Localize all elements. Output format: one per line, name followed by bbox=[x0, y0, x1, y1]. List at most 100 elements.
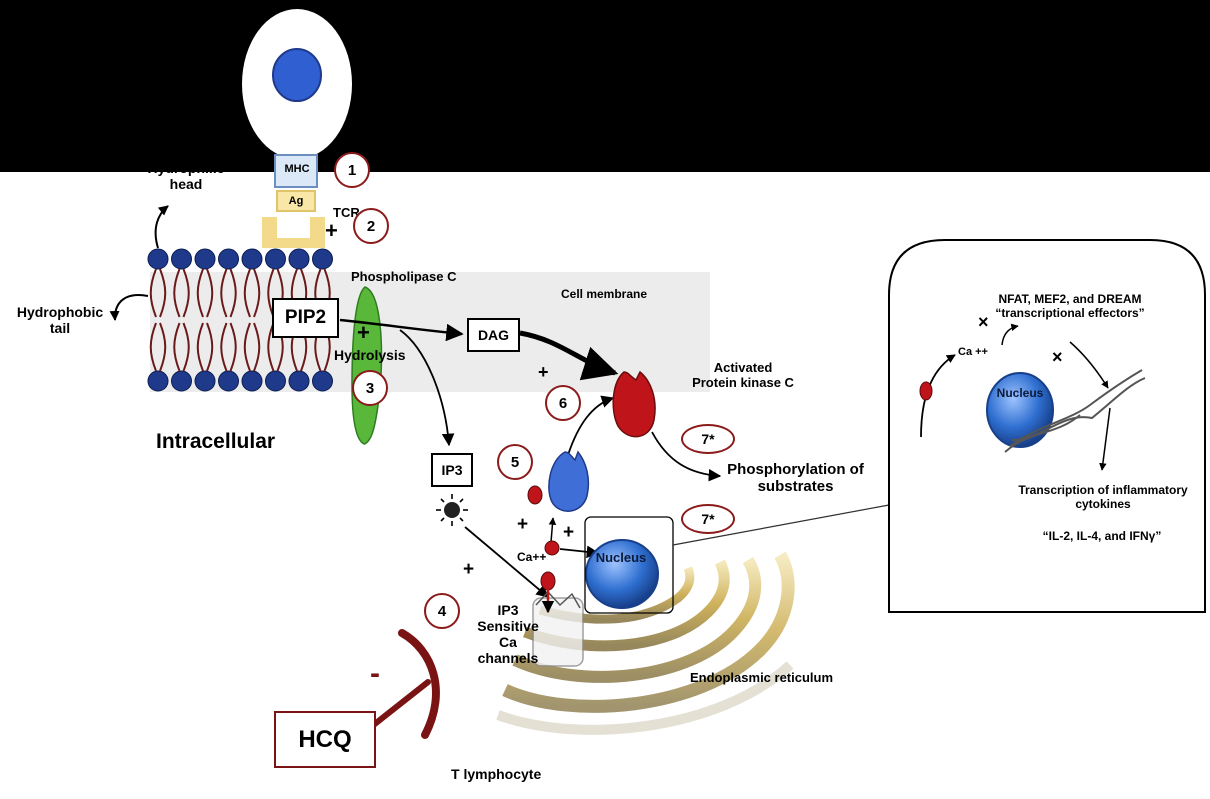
phospholipid-head bbox=[241, 370, 263, 392]
dag-to-pkc-arrow bbox=[519, 330, 619, 381]
phospholipid-tail bbox=[253, 268, 261, 318]
step-5-marker: 5 bbox=[497, 444, 533, 480]
minus-sign: - bbox=[370, 657, 380, 690]
phospholipid-tail bbox=[149, 322, 157, 372]
phospholipid-tail bbox=[220, 268, 228, 318]
t-lymphocyte-label: T lymphocyte bbox=[451, 766, 542, 782]
activated-pkc-red bbox=[612, 370, 656, 438]
pkc-activation-arrow bbox=[567, 395, 615, 456]
plus-sign: + bbox=[563, 522, 575, 543]
phospholipid-tail bbox=[267, 322, 275, 372]
phospholipid-head bbox=[147, 370, 169, 392]
plus-sign: + bbox=[538, 362, 549, 382]
phospholipid-tail bbox=[220, 322, 228, 372]
phospholipid-tail bbox=[182, 322, 190, 372]
inset-effectors-label: NFAT, MEF2, and DREAM “transcriptional e… bbox=[995, 292, 1145, 320]
phospholipase-c-enzyme bbox=[351, 286, 383, 445]
phospholipid-head bbox=[241, 248, 263, 270]
phospholipid-head bbox=[147, 248, 169, 270]
calcium-ion bbox=[544, 540, 560, 556]
ip3-to-channel-arrow bbox=[464, 526, 549, 598]
hcq-box: HCQ bbox=[274, 711, 376, 768]
tcr-label: TCR bbox=[333, 205, 360, 220]
ip3-molecule-icon bbox=[436, 494, 468, 526]
phospholipid-tail bbox=[182, 268, 190, 318]
phospholipase-c-label: Phospholipase C bbox=[351, 269, 457, 284]
ca-main-label: Ca++ bbox=[517, 550, 547, 564]
pkc-to-phosphorylation-arrow bbox=[651, 431, 722, 482]
endoplasmic-reticulum-label: Endoplasmic reticulum bbox=[690, 670, 834, 685]
top-black-band bbox=[0, 0, 1210, 172]
zoom-line bbox=[672, 504, 890, 546]
antigen-block bbox=[276, 190, 316, 212]
phospholipid-tail bbox=[243, 268, 251, 318]
hydrophilic-head-arrow bbox=[154, 205, 169, 249]
phospholipid-tail bbox=[173, 268, 181, 318]
inset-plus-sign: × bbox=[1052, 347, 1063, 367]
inactive-pkc-blue bbox=[548, 450, 590, 512]
ip3-ca-channel bbox=[532, 585, 584, 667]
dag-box: DAG bbox=[467, 318, 520, 352]
ca-to-pkc-arrow bbox=[548, 517, 557, 543]
phospholipid-head bbox=[171, 370, 192, 392]
step-1-marker: 1 bbox=[334, 152, 370, 188]
phospholipid-tail bbox=[159, 268, 167, 318]
activated-pkc-label: Activated Protein kinase C bbox=[692, 360, 794, 390]
apc-nucleus bbox=[272, 48, 322, 102]
step-7-marker: 7* bbox=[681, 424, 735, 454]
intracellular-label: Intracellular bbox=[156, 430, 276, 453]
phospholipid-head bbox=[288, 370, 310, 392]
step-2-marker: 2 bbox=[353, 208, 389, 244]
phospholipid-tail bbox=[159, 322, 167, 372]
phospholipid-head bbox=[288, 248, 310, 270]
tcr-receptor bbox=[262, 217, 325, 248]
phospholipid-head bbox=[171, 248, 192, 270]
inset-effectors-to-dna-arrow bbox=[1069, 341, 1109, 389]
hydrophobic-tail-arrow bbox=[109, 294, 149, 321]
calcium-ion bbox=[527, 485, 543, 505]
phospholipid-head bbox=[194, 370, 216, 392]
phosphorylation-label: Phosphorylation of substrates bbox=[727, 461, 864, 496]
dna-strand-icon bbox=[1004, 369, 1146, 453]
plus-sign: + bbox=[463, 559, 475, 580]
ca-to-nucleus-arrow bbox=[559, 545, 600, 559]
phospholipid-head bbox=[218, 370, 239, 392]
inset-ca-label: Ca ++ bbox=[958, 346, 988, 358]
nucleus-main bbox=[585, 539, 659, 609]
phospholipid-tail bbox=[267, 268, 275, 318]
cell-membrane-label: Cell membrane bbox=[561, 287, 648, 301]
inset-dna-to-transcription-arrow bbox=[1099, 407, 1111, 471]
phospholipid-tail bbox=[196, 268, 204, 318]
hcq-inhibition-arc bbox=[398, 629, 440, 739]
phospholipid-tail bbox=[253, 322, 261, 372]
mhc-molecule bbox=[274, 154, 318, 188]
ag-label: Ag bbox=[288, 195, 304, 207]
plus-sign: + bbox=[517, 514, 529, 535]
phospholipid-head bbox=[194, 248, 216, 270]
pip2-to-ip3-arrow bbox=[399, 329, 455, 447]
phospholipid-tail bbox=[173, 322, 181, 372]
phospholipid-tail bbox=[206, 268, 214, 318]
plus-sign: + bbox=[325, 218, 338, 243]
phospholipid-head bbox=[218, 248, 239, 270]
step-6-marker: 6 bbox=[545, 385, 581, 421]
hydrophilic-head-label: Hydrophilic head bbox=[147, 160, 225, 193]
ip3-box: IP3 bbox=[431, 453, 473, 487]
phospholipid-tail bbox=[229, 268, 237, 318]
pip2-to-dag-arrow bbox=[339, 318, 464, 342]
pip2-box: PIP2 bbox=[272, 298, 339, 338]
nucleus-zoom-box bbox=[584, 516, 674, 614]
phospholipid-tail bbox=[206, 322, 214, 372]
inset-ca-to-effectors-arrow bbox=[1001, 323, 1019, 346]
phospholipid-head bbox=[312, 370, 333, 392]
inset-cytokines-label: “IL-2, IL-4, and IFNγ” bbox=[1042, 529, 1162, 543]
mhc-label: MHC bbox=[284, 163, 310, 175]
phospholipid-tail bbox=[149, 268, 157, 318]
phospholipid-tail bbox=[229, 322, 237, 372]
phospholipid-tail bbox=[243, 322, 251, 372]
inset-transcription-label: Transcription of inflammatory cytokines bbox=[1018, 483, 1188, 511]
inset-plus-sign: × bbox=[978, 312, 989, 332]
plus-sign: + bbox=[357, 320, 370, 345]
inset-nucleus-label: Nucleus bbox=[996, 386, 1044, 400]
